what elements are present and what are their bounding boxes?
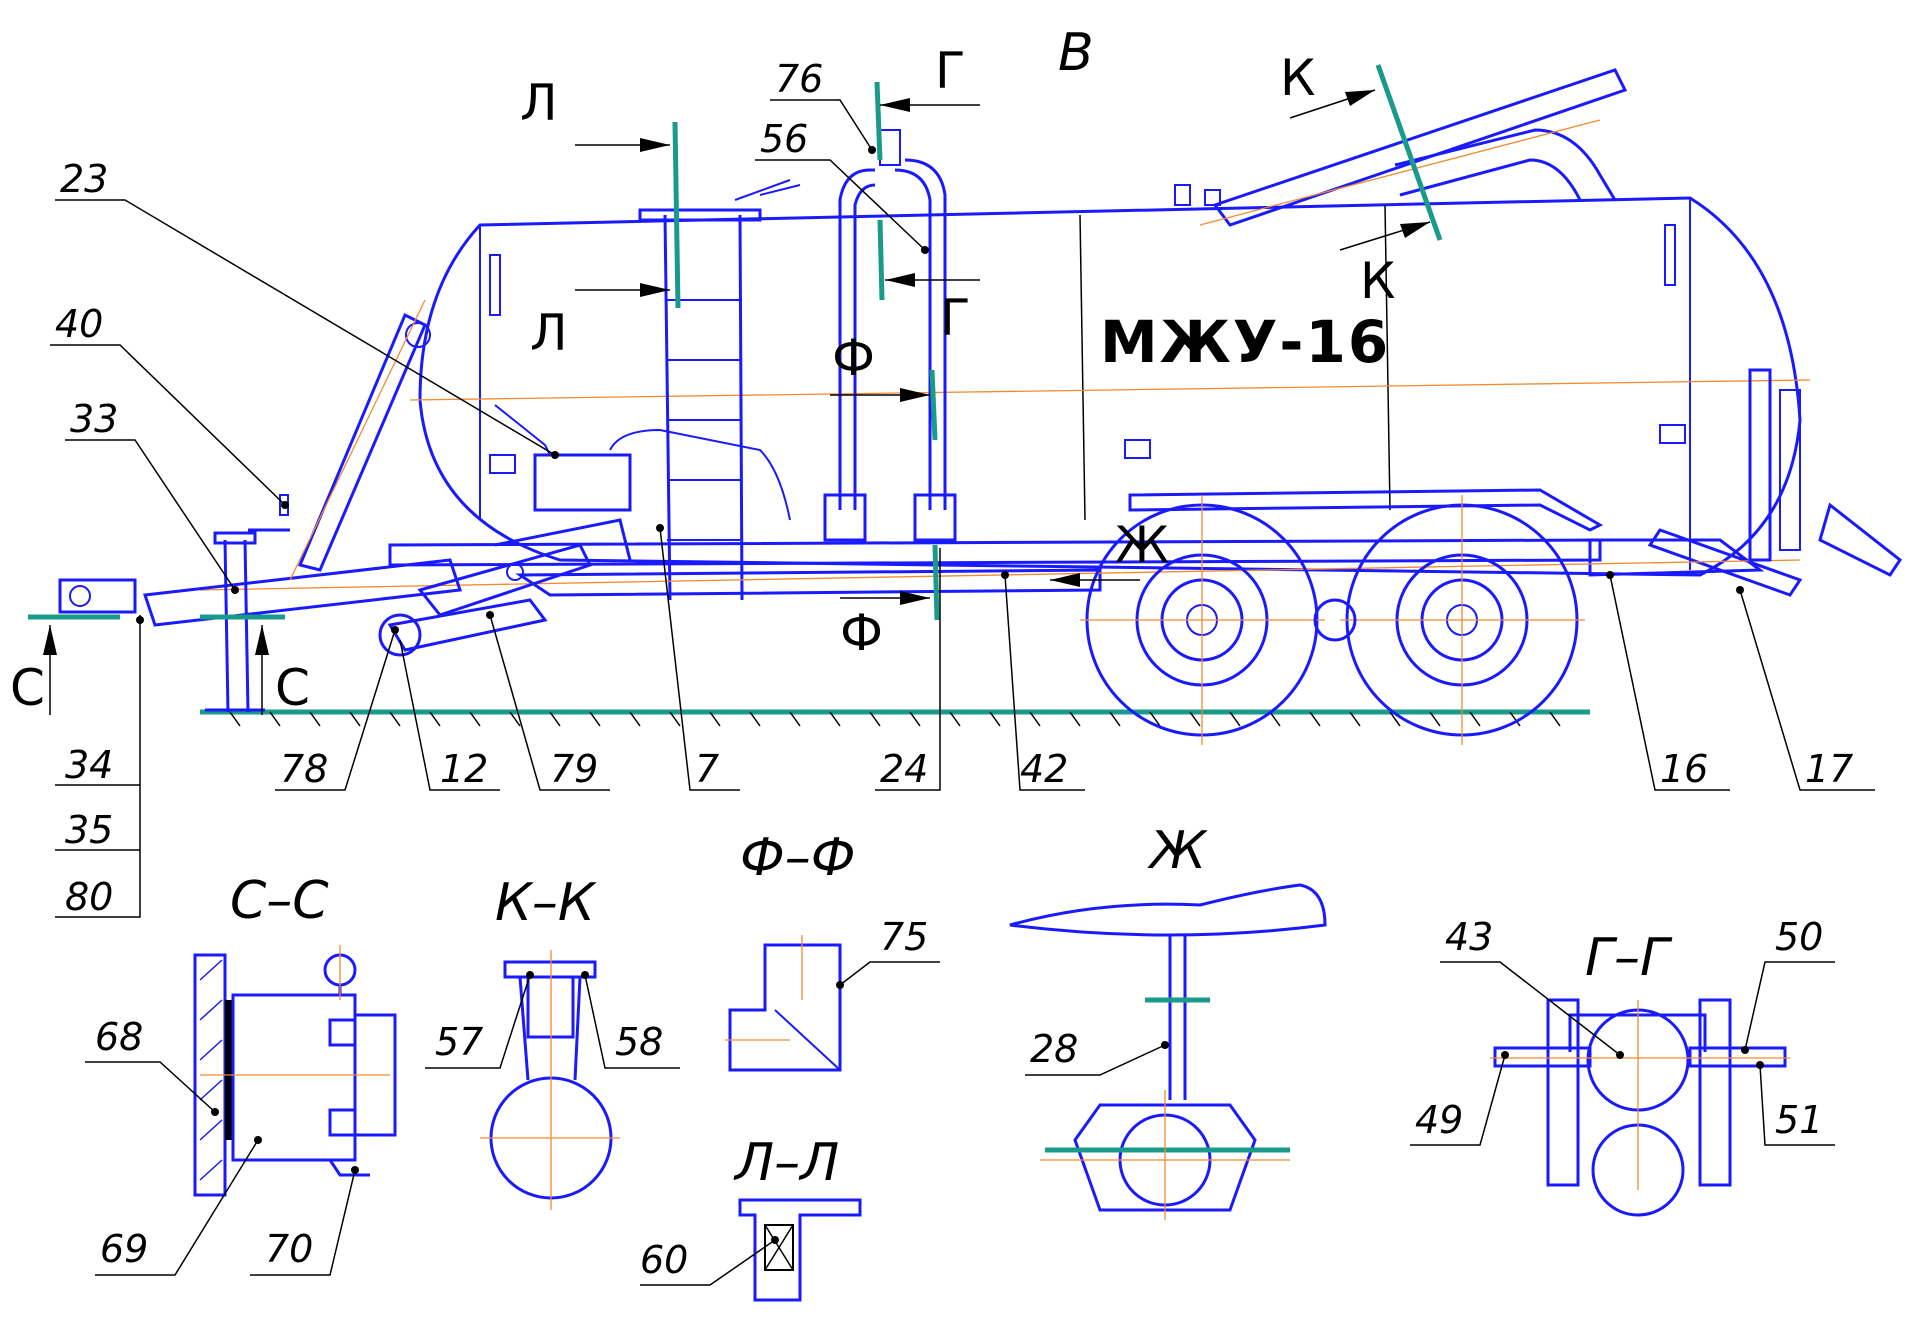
- callout-42: 42: [1020, 747, 1068, 791]
- section-mark-f-top: Ф: [832, 329, 875, 387]
- view-b-label: B: [1058, 23, 1094, 83]
- ladder: [638, 179, 801, 601]
- vertical-pipes: [823, 129, 957, 542]
- section-lines: [28, 64, 1443, 621]
- callout-28: 28: [1030, 1027, 1078, 1071]
- leader-lines: [50, 99, 1875, 918]
- section-mark-g-bottom: Г: [940, 289, 971, 347]
- callout-51: 51: [1775, 1098, 1823, 1142]
- callout-12: 12: [440, 747, 488, 791]
- callout-75: 75: [880, 915, 928, 959]
- callout-17: 17: [1805, 747, 1853, 791]
- section-mark-c-right: С: [275, 659, 310, 717]
- callout-69: 69: [100, 1227, 148, 1271]
- section-mark-k-top: К: [1280, 49, 1316, 107]
- callout-76: 76: [775, 57, 823, 101]
- section-title-f-f: Ф–Ф: [740, 828, 856, 888]
- callout-49: 49: [1415, 1098, 1463, 1142]
- callout-60: 60: [640, 1238, 688, 1282]
- section-title-c-c: С–С: [230, 871, 329, 931]
- section-arrows: [43, 89, 1431, 715]
- wheel-front: [1080, 495, 1325, 745]
- section-title-zh: Ж: [1147, 821, 1208, 881]
- axle-hub: [1313, 598, 1357, 642]
- callout-57: 57: [435, 1020, 483, 1064]
- section-mark-l-bottom: Л: [530, 304, 568, 362]
- callout-24: 24: [880, 747, 928, 791]
- callout-50: 50: [1775, 915, 1823, 959]
- rear-valve: [1748, 368, 1903, 577]
- ground-line: [200, 709, 1590, 727]
- machine-model-label: МЖУ-16: [1100, 308, 1390, 376]
- tank-body: [409, 196, 1811, 577]
- support-strut: [289, 299, 431, 581]
- callout-56: 56: [760, 117, 808, 161]
- callout-7: 7: [695, 747, 719, 791]
- callout-33: 33: [70, 397, 118, 441]
- section-mark-l-top: Л: [520, 74, 558, 132]
- callout-40: 40: [55, 302, 103, 346]
- tool-box: [494, 404, 791, 521]
- callout-35: 35: [65, 808, 113, 852]
- section-mark-zh: Ж: [1115, 516, 1169, 574]
- section-mark-c-left: С: [10, 659, 45, 717]
- callout-78: 78: [280, 747, 328, 791]
- callout-16: 16: [1660, 747, 1708, 791]
- section-title-k-k: К–К: [495, 873, 597, 933]
- section-c-c: [85, 945, 397, 1276]
- callout-43: 43: [1445, 915, 1493, 959]
- callout-58: 58: [615, 1020, 663, 1064]
- section-mark-k-bottom: К: [1360, 252, 1396, 310]
- jack-stand: [205, 494, 290, 713]
- callout-23: 23: [60, 157, 108, 201]
- callout-34: 34: [65, 743, 113, 787]
- chassis-frame: [199, 488, 1803, 597]
- section-g-g: [1410, 961, 1835, 1217]
- section-f-f: [725, 935, 940, 1072]
- section-mark-f-bottom: Ф: [840, 604, 883, 662]
- section-mark-g-top: Г: [935, 42, 966, 100]
- callout-80: 80: [65, 875, 113, 919]
- callout-70: 70: [265, 1227, 313, 1271]
- section-zh: [1009, 883, 1327, 1220]
- section-l-l: [640, 1198, 862, 1302]
- section-k-k: [425, 950, 680, 1210]
- section-title-g-g: Г–Г: [1585, 928, 1673, 988]
- loading-arm: [1174, 68, 1628, 227]
- section-title-l-l: Л–Л: [733, 1133, 839, 1193]
- wheel-rear: [1340, 495, 1585, 745]
- callout-79: 79: [550, 747, 598, 791]
- callout-68: 68: [95, 1015, 143, 1059]
